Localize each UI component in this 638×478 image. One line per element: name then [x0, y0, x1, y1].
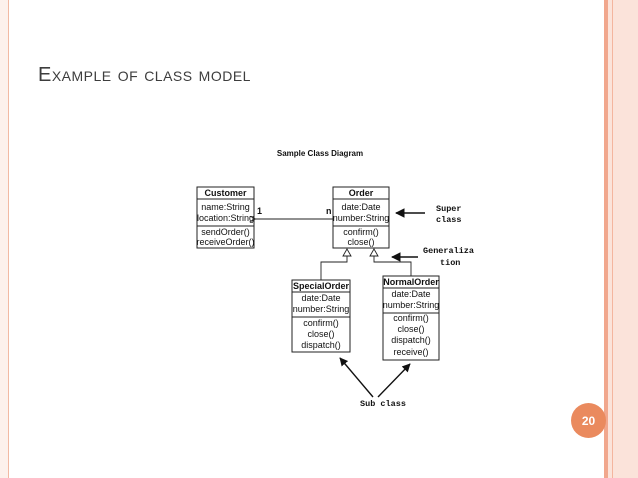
class-customer: Customer name:String location:String sen…	[196, 186, 255, 249]
class-attribute: number:String	[383, 300, 440, 310]
class-method: dispatch()	[301, 340, 341, 350]
sub-class-arrow-normal	[377, 363, 411, 398]
class-order: Order date:Date number:String confirm() …	[332, 186, 390, 249]
multiplicity-customer: 1	[257, 206, 262, 216]
slide-right-border	[604, 0, 638, 478]
class-attribute: name:String	[201, 202, 250, 212]
class-name: Customer	[204, 188, 247, 198]
class-method: confirm()	[343, 227, 379, 237]
class-normal-order: NormalOrder date:Date number:String conf…	[382, 275, 440, 361]
slide-title: Example of class model	[38, 64, 251, 86]
class-method: receiveOrder()	[196, 237, 254, 247]
class-method: close()	[347, 237, 374, 247]
super-class-label: class	[436, 215, 462, 225]
class-attribute: number:String	[333, 213, 390, 223]
generalization-special	[320, 248, 352, 280]
class-method: close()	[397, 324, 424, 334]
class-method: dispatch()	[391, 335, 431, 345]
class-method: confirm()	[393, 313, 429, 323]
class-method: sendOrder()	[201, 227, 250, 237]
class-method: receive()	[393, 347, 428, 357]
class-special-order: SpecialOrder date:Date number:String con…	[291, 279, 351, 353]
class-method: confirm()	[303, 318, 339, 328]
sub-class-arrow-special	[339, 357, 374, 398]
class-attribute: date:Date	[301, 293, 340, 303]
super-class-label: Super	[436, 204, 462, 214]
diagram-caption: Sample Class Diagram	[277, 149, 363, 158]
generalization-label: tion	[440, 258, 460, 268]
generalization-normal	[369, 248, 412, 276]
generalization-label: Generaliza	[423, 246, 474, 256]
multiplicity-order: n	[326, 206, 332, 216]
class-attribute: date:Date	[391, 289, 430, 299]
class-name: SpecialOrder	[293, 281, 350, 291]
class-attribute: date:Date	[341, 202, 380, 212]
class-attribute: location:String	[197, 213, 254, 223]
class-attribute: number:String	[293, 304, 350, 314]
page-number-badge: 20	[571, 403, 606, 438]
class-name: Order	[349, 188, 374, 198]
slide-left-border	[0, 0, 9, 478]
sub-class-label: Sub class	[360, 399, 406, 409]
class-name: NormalOrder	[383, 277, 439, 287]
class-method: close()	[307, 329, 334, 339]
